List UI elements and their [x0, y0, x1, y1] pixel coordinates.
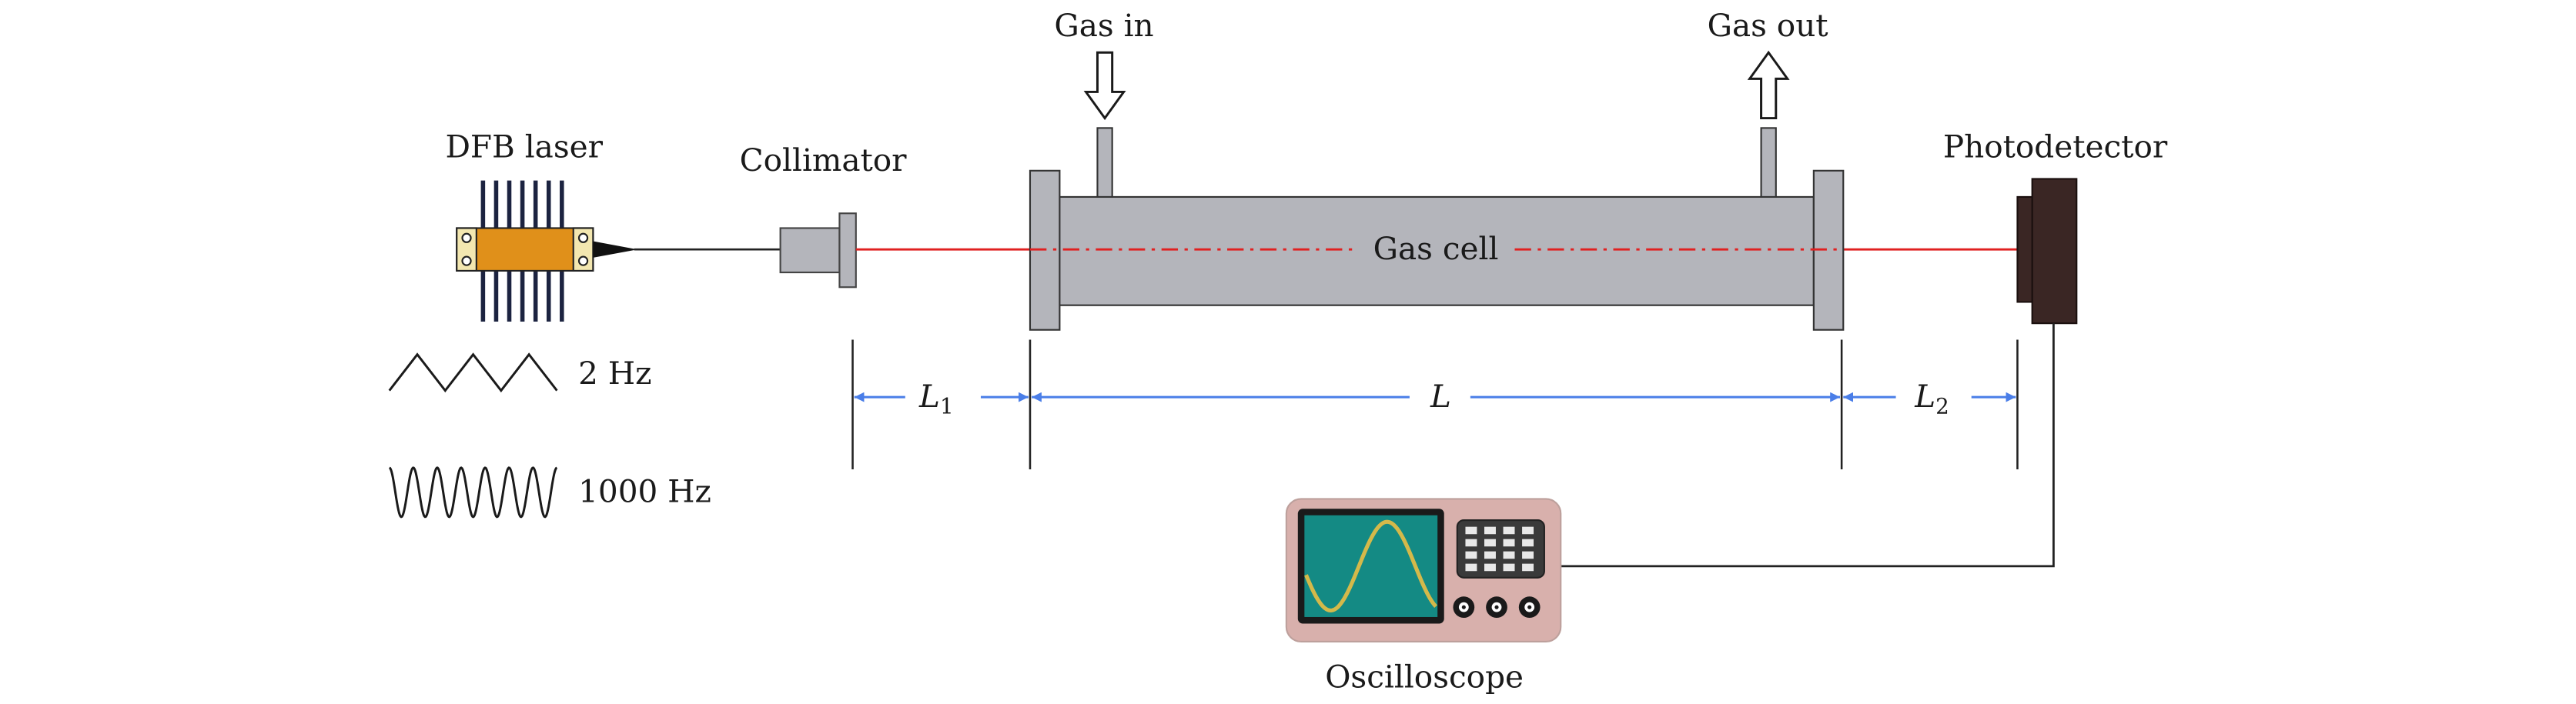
gas-cell — [1029, 127, 1845, 331]
keypad-button — [1503, 551, 1515, 559]
screw-icon — [577, 232, 589, 243]
keypad-button — [1484, 551, 1496, 559]
dfb-laser-label: DFB laser — [445, 128, 603, 165]
fiber-pigtail-connector — [593, 241, 637, 258]
sine-freq-label: 1000 Hz — [578, 473, 711, 510]
photodetector — [2016, 178, 2078, 325]
triangle-freq-label: 2 Hz — [578, 355, 651, 392]
keypad-button — [1484, 539, 1496, 547]
gas-in-label: Gas in — [1054, 7, 1153, 44]
knob-icon — [1518, 596, 1541, 619]
oscilloscope — [1285, 498, 1562, 643]
l2-label: L2 — [1914, 378, 1949, 419]
screw-icon — [461, 255, 472, 266]
arrow-up-icon — [1747, 50, 1790, 120]
keypad-button — [1522, 539, 1534, 547]
l-label: L — [1430, 378, 1451, 415]
keypad-button — [1503, 563, 1515, 572]
keypad-panel — [1456, 519, 1545, 579]
collimator-label: Collimator — [740, 142, 908, 179]
knob-icon — [1453, 596, 1475, 619]
keypad-button — [1522, 551, 1534, 559]
dfb-laser — [456, 180, 637, 322]
gas-cell-body — [1057, 195, 1815, 306]
gas-cell-label: Gas cell — [1373, 230, 1499, 267]
screw-icon — [461, 232, 472, 243]
collimator-body — [779, 227, 841, 274]
keypad-button — [1484, 526, 1496, 535]
photodetector-label: Photodetector — [1943, 128, 2168, 165]
keypad-button — [1484, 563, 1496, 572]
keypad-button — [1522, 563, 1534, 572]
collimator — [779, 212, 857, 289]
collimator-flange — [838, 212, 857, 289]
oscilloscope-screen — [1304, 515, 1438, 617]
keypad-button — [1465, 563, 1477, 572]
triangle-wave-icon — [388, 352, 558, 393]
gas-outlet-port — [1760, 127, 1777, 199]
oscilloscope-trace — [1304, 519, 1437, 612]
keypad-button — [1465, 526, 1477, 535]
keypad-button — [1503, 539, 1515, 547]
signal-cable — [1561, 323, 2055, 568]
oscilloscope-label: Oscilloscope — [1325, 659, 1524, 696]
photodetector-body — [2031, 178, 2078, 325]
keypad-button — [1465, 551, 1477, 559]
dimension-extension-lines — [851, 339, 2019, 469]
screw-icon — [577, 255, 589, 266]
keypad-button — [1503, 526, 1515, 535]
gas-inlet-port — [1096, 127, 1113, 199]
l1-label: L1 — [918, 378, 954, 419]
keypad-button — [1522, 526, 1534, 535]
keypad-buttons — [1465, 526, 1534, 572]
keypad-button — [1465, 539, 1477, 547]
knob-icon — [1486, 596, 1507, 619]
arrow-down-icon — [1083, 51, 1126, 121]
gas-out-label: Gas out — [1708, 7, 1828, 44]
sine-wave-icon — [388, 466, 558, 519]
